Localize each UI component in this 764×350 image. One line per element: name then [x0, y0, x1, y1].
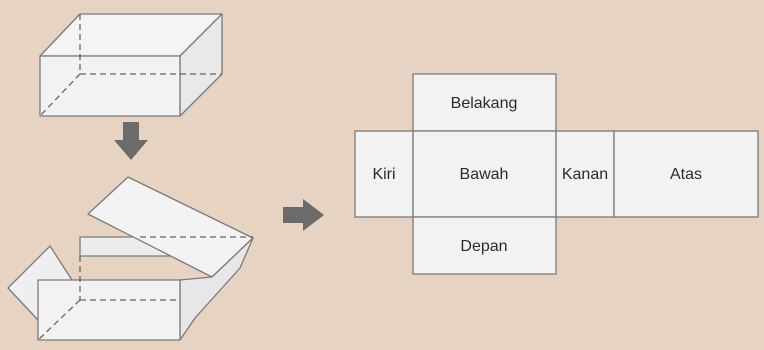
net-face-bottom [412, 130, 557, 218]
net-label-left: Kiri [372, 166, 395, 183]
net-label-top: Atas [670, 166, 702, 183]
closed-box-front-face [39, 55, 181, 117]
net-label-right: Kanan [562, 166, 608, 183]
down-arrow-icon [114, 122, 148, 160]
net-label-bottom: Bawah [460, 166, 509, 183]
unfolding-box [7, 176, 254, 341]
net-label-front: Depan [460, 238, 507, 255]
net-face-left [354, 130, 414, 218]
net-face-right [555, 130, 615, 218]
net-label-back: Belakang [451, 95, 518, 112]
net-face-front [412, 216, 557, 275]
box-net [354, 73, 759, 275]
right-arrow-icon [283, 199, 324, 231]
closed-box [39, 13, 223, 117]
net-face-back [412, 73, 557, 132]
net-face-top [613, 130, 759, 218]
unfolding-base [37, 279, 181, 341]
unfolding-hidden-edges [37, 236, 253, 341]
closed-box-hidden-edges [39, 14, 222, 117]
